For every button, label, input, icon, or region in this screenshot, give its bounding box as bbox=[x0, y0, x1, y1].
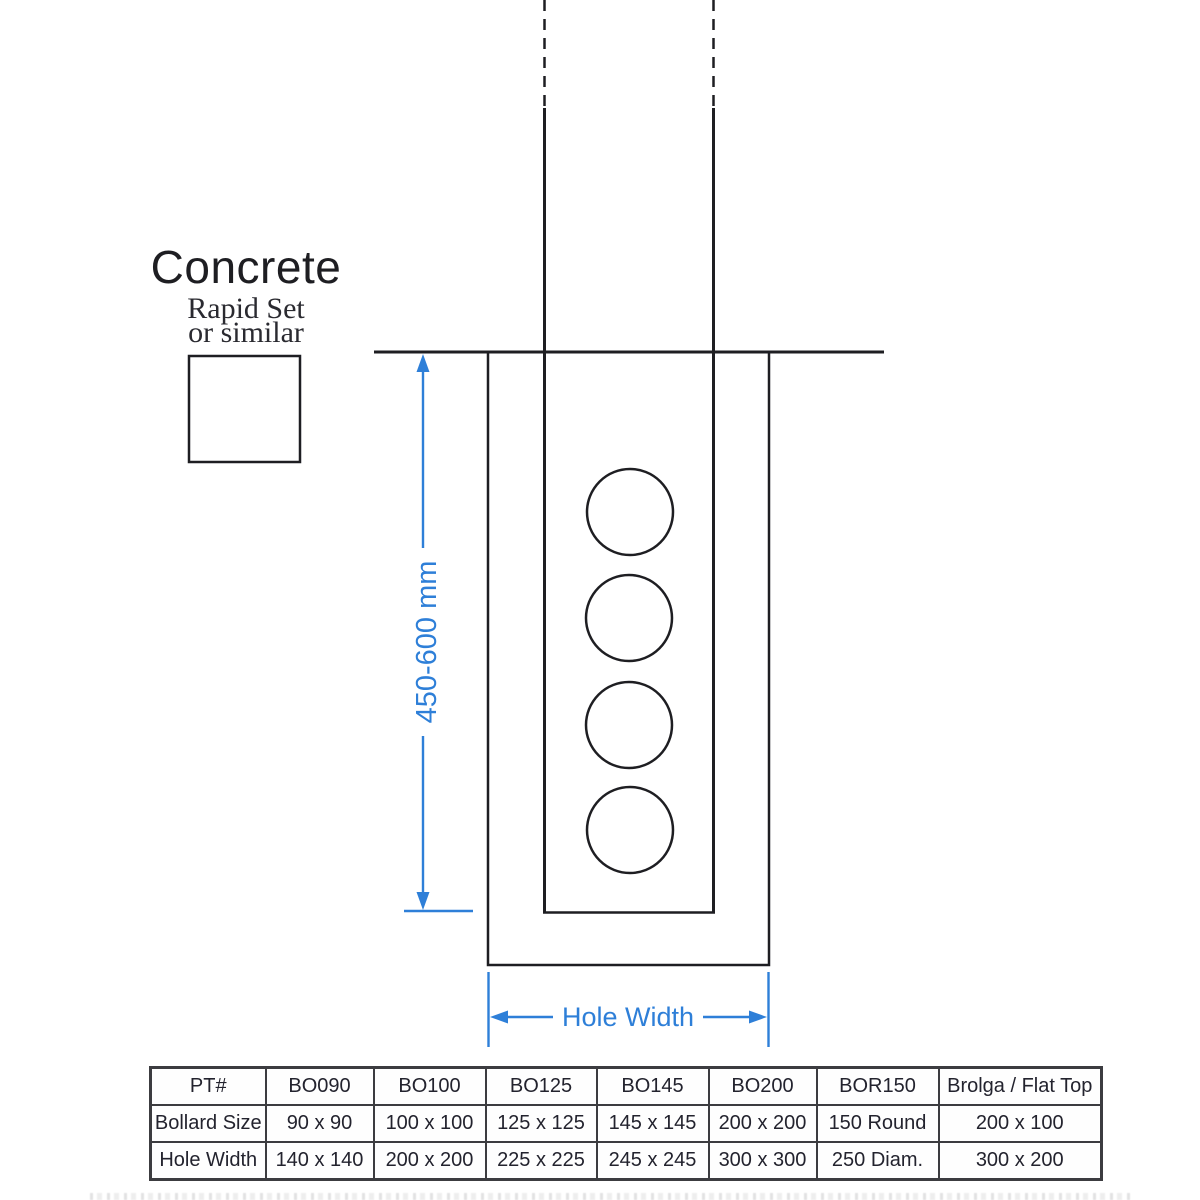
cell: 200 x 100 bbox=[937, 1104, 1103, 1143]
hole-width-dimension: Hole Width bbox=[487, 972, 770, 1047]
col-header-bo090: BO090 bbox=[264, 1066, 375, 1106]
post-hole-2 bbox=[584, 573, 674, 663]
cell: 125 x 125 bbox=[484, 1104, 598, 1143]
cell: 200 x 200 bbox=[707, 1104, 818, 1143]
col-header-bo125: BO125 bbox=[484, 1066, 598, 1106]
depth-dimension: 450-600 mm bbox=[404, 354, 473, 913]
post-hole-3 bbox=[584, 680, 674, 770]
post-hole-1 bbox=[585, 467, 675, 557]
material-title: Concrete bbox=[151, 241, 342, 293]
col-header-bo200: BO200 bbox=[707, 1066, 818, 1106]
row-label: Bollard Size bbox=[149, 1104, 267, 1143]
cell: 100 x 100 bbox=[372, 1104, 487, 1143]
cell: 250 Diam. bbox=[815, 1141, 940, 1181]
spec-table-container: PT# BO090 BO100 BO125 BO145 BO200 BOR150… bbox=[149, 1066, 1103, 1181]
installation-diagram: Concrete Rapid Set or similar 450-600 mm bbox=[151, 0, 884, 1047]
hole-cavity bbox=[546, 352, 712, 911]
row-label: Hole Width bbox=[149, 1141, 267, 1181]
col-header-brolga: Brolga / Flat Top bbox=[937, 1066, 1103, 1106]
col-header-pt: PT# bbox=[149, 1066, 267, 1106]
col-header-bor150: BOR150 bbox=[815, 1066, 940, 1106]
cell: 90 x 90 bbox=[264, 1104, 375, 1143]
cell: 300 x 200 bbox=[937, 1141, 1103, 1181]
arrow-up-icon bbox=[416, 354, 430, 372]
cell: 145 x 145 bbox=[595, 1104, 710, 1143]
depth-dimension-label: 450-600 mm bbox=[411, 561, 443, 724]
concrete-legend-swatch bbox=[187, 354, 302, 464]
cell: 140 x 140 bbox=[264, 1141, 375, 1181]
arrow-left-icon bbox=[490, 1010, 508, 1024]
col-header-bo100: BO100 bbox=[372, 1066, 487, 1106]
cell: 300 x 300 bbox=[707, 1141, 818, 1181]
table-row-bollard-size: Bollard Size 90 x 90 100 x 100 125 x 125… bbox=[149, 1104, 1103, 1143]
material-note-line1: Rapid Set bbox=[187, 292, 305, 325]
spec-table: PT# BO090 BO100 BO125 BO145 BO200 BOR150… bbox=[149, 1066, 1103, 1181]
material-note-line2: or similar bbox=[188, 316, 304, 349]
hole-width-label: Hole Width bbox=[562, 1002, 694, 1032]
col-header-bo145: BO145 bbox=[595, 1066, 710, 1106]
table-header-row: PT# BO090 BO100 BO125 BO145 BO200 BOR150… bbox=[149, 1066, 1103, 1106]
table-row-hole-width: Hole Width 140 x 140 200 x 200 225 x 225… bbox=[149, 1141, 1103, 1181]
cell: 225 x 225 bbox=[484, 1141, 598, 1181]
arrow-right-icon bbox=[749, 1010, 767, 1024]
cell: 200 x 200 bbox=[372, 1141, 487, 1181]
cropped-footnote-text bbox=[90, 1193, 1130, 1200]
cell: 245 x 245 bbox=[595, 1141, 710, 1181]
arrow-down-icon bbox=[416, 892, 430, 910]
post-hole-4 bbox=[585, 785, 675, 875]
cell: 150 Round bbox=[815, 1104, 940, 1143]
